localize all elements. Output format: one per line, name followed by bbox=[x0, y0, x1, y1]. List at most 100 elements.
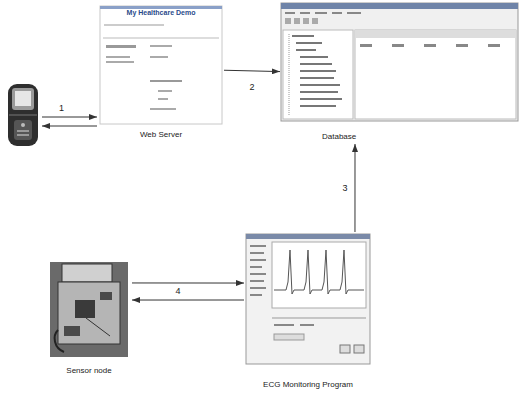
table-header bbox=[355, 30, 516, 38]
data-flow-arrow bbox=[354, 144, 355, 232]
tree-row bbox=[300, 63, 332, 65]
node-caption: Database bbox=[322, 132, 356, 141]
menu-item bbox=[315, 12, 327, 14]
step-number: 4 bbox=[174, 287, 181, 296]
sensor-node-photo bbox=[50, 262, 128, 357]
panel-row bbox=[250, 252, 264, 254]
ecg-program-node: ECG Monitoring Program bbox=[244, 232, 372, 392]
step-number: 2 bbox=[248, 82, 255, 91]
app-window bbox=[246, 234, 370, 364]
divider bbox=[272, 318, 366, 319]
table-cell bbox=[360, 44, 372, 47]
request-arrow bbox=[42, 117, 97, 118]
cable bbox=[55, 330, 64, 352]
menu-item bbox=[347, 12, 361, 14]
panel-row bbox=[250, 273, 266, 275]
title-bar bbox=[246, 234, 370, 239]
text-line bbox=[158, 98, 168, 100]
table-cell bbox=[424, 44, 436, 47]
divider bbox=[103, 38, 219, 39]
phone-key bbox=[17, 130, 29, 132]
circuit-board bbox=[58, 282, 120, 344]
app-window bbox=[281, 3, 518, 121]
browser-window bbox=[100, 6, 222, 124]
browser-bar bbox=[100, 6, 222, 9]
web-page-screenshot bbox=[100, 6, 222, 124]
text-line bbox=[104, 24, 164, 26]
data-flow-arrow bbox=[224, 70, 280, 71]
panel-row bbox=[250, 280, 264, 282]
panel-row bbox=[250, 294, 262, 296]
photo-background bbox=[50, 262, 128, 357]
node-caption: Web Server bbox=[140, 130, 182, 139]
wire bbox=[86, 318, 110, 336]
panel-row bbox=[250, 287, 266, 289]
menu-item bbox=[300, 12, 310, 14]
text-line bbox=[150, 108, 176, 110]
control-row bbox=[274, 324, 294, 326]
tree-row bbox=[300, 84, 340, 86]
tree-row bbox=[300, 98, 342, 100]
step-number: 1 bbox=[58, 104, 65, 113]
control-box bbox=[274, 334, 304, 340]
title-bar bbox=[281, 3, 518, 9]
tool-button bbox=[303, 18, 309, 24]
panel-row bbox=[250, 259, 266, 261]
node-caption: ECG Monitoring Program bbox=[263, 380, 353, 389]
tree-row bbox=[292, 35, 314, 37]
phone-body bbox=[8, 84, 38, 146]
panel-row bbox=[250, 266, 262, 268]
tool-button bbox=[294, 18, 300, 24]
tree-row bbox=[296, 42, 322, 44]
control-button bbox=[354, 345, 364, 353]
data-flow-arrow bbox=[132, 300, 244, 301]
text-line bbox=[106, 61, 134, 63]
plot-area bbox=[272, 242, 366, 308]
tree-row bbox=[300, 91, 338, 93]
tree-row bbox=[300, 77, 334, 79]
phone-key bbox=[21, 123, 25, 127]
control-row bbox=[300, 324, 314, 326]
control-button bbox=[340, 345, 350, 353]
text-line bbox=[106, 56, 130, 58]
phone-key bbox=[17, 134, 29, 136]
phone-screen bbox=[15, 91, 31, 106]
data-flow-arrow bbox=[132, 282, 244, 283]
table-panel bbox=[355, 30, 516, 119]
text-line bbox=[150, 45, 172, 47]
tree-row bbox=[300, 105, 336, 107]
panel-row bbox=[250, 245, 266, 247]
step-number: 3 bbox=[341, 184, 348, 193]
tree-line bbox=[289, 34, 290, 116]
menu-item bbox=[285, 12, 295, 14]
sensor-node: Sensor node bbox=[46, 260, 132, 376]
phone-hinge bbox=[9, 115, 37, 116]
tree-row bbox=[296, 49, 316, 51]
tree-panel bbox=[283, 30, 353, 119]
screen-title: My Healthcare Demo bbox=[127, 9, 196, 17]
text-line bbox=[106, 45, 136, 48]
phone-bezel bbox=[12, 88, 34, 110]
table-cell bbox=[392, 44, 404, 47]
table-cell bbox=[488, 44, 500, 47]
database-screenshot bbox=[281, 3, 518, 121]
phone-keypad bbox=[14, 120, 32, 140]
response-arrow bbox=[42, 126, 97, 127]
ecg-program-screenshot bbox=[246, 234, 370, 364]
tool-button bbox=[312, 18, 318, 24]
tree-row bbox=[300, 70, 336, 72]
sensor-module bbox=[62, 264, 112, 282]
tool-button bbox=[285, 18, 291, 24]
tree-row bbox=[300, 56, 328, 58]
text-line bbox=[158, 90, 172, 92]
database-node: Database bbox=[280, 2, 520, 144]
table-cell bbox=[456, 44, 468, 47]
web-server-node: My Healthcare DemoWeb Server bbox=[98, 4, 224, 142]
text-line bbox=[150, 56, 168, 58]
text-line bbox=[150, 80, 182, 82]
node-caption: Sensor node bbox=[66, 366, 111, 375]
menu-item bbox=[332, 12, 342, 14]
